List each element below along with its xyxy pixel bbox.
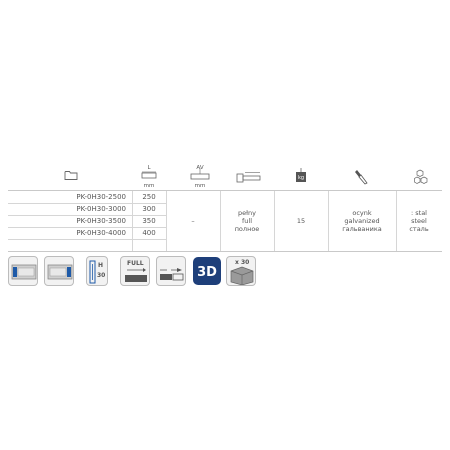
finish-value: ocynk galvanized гальваника [342,209,382,233]
package-quantity-icon: x 30 [226,256,256,286]
cubes-icon [414,169,428,184]
header-finish [342,166,382,188]
load-value: 15 [296,217,306,225]
row-length: 350 [142,217,156,225]
row-length: 300 [142,205,156,213]
av-gap-icon [190,168,210,180]
3d-icon: 3D [192,256,222,286]
length-unit: mm [143,183,155,189]
row-code: PK-0H30-4000 [76,229,126,237]
pack-label: x 30 [235,259,250,266]
extension-value: pełny full полное [234,209,260,233]
slide-direction-icon [156,256,186,286]
full-extension-feature-icon: FULL [120,256,150,286]
paint-brush-icon [355,170,368,185]
header-av: AV mm [180,165,220,189]
spec-grid: PK-0H30-2500 250 PK-0H30-3000 300 PK-0H3… [8,190,442,252]
rail-side-icon [8,256,38,286]
header-material [408,166,438,188]
length-letter: L [147,165,151,171]
folder-icon [64,171,78,180]
rail-profile-icon [44,256,74,286]
row-code: PK-0H30-3000 [76,205,126,213]
weight-letter: kg [298,175,304,181]
height-value: 30 [97,272,106,279]
full-label: FULL [127,260,144,267]
header-load: kg [286,166,316,188]
material-value: : stal steel сталь [409,209,429,233]
height-icon: H 30 [86,256,108,286]
row-length: 250 [142,193,156,201]
full-extension-icon [236,172,261,183]
header-folder [56,166,86,188]
av-letter: AV [196,165,204,171]
row-code: PK-0H30-2500 [76,193,126,201]
row-code: PK-0H30-3500 [76,217,126,225]
row-length: 400 [142,229,156,237]
feature-icons: H 30 FULL 3D x 30 [8,256,308,292]
weight-kg-icon: kg [296,168,306,182]
header-extension [229,166,269,188]
length-ruler-icon [141,171,157,179]
height-letter: H [98,262,104,269]
av-unit: mm [194,183,206,189]
av-value: – [191,217,195,225]
3d-label: 3D [197,265,217,280]
header-length: L mm [132,165,166,189]
